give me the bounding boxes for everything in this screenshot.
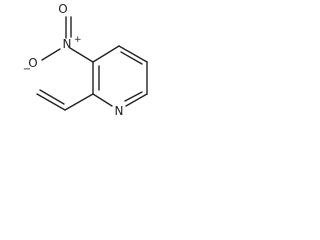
bond-c4-c5 (118, 45, 148, 63)
bond-c4-c5-inner (120, 51, 143, 65)
atom-label-o-top: O (58, 2, 67, 16)
bond-vinyl-ch2-inner (39, 89, 65, 105)
bond-c6-n1 (125, 93, 148, 107)
structure-canvas: O N + O − N (0, 0, 154, 138)
atom-label-nitro-n: N (63, 37, 72, 51)
bond-nitro-n-o-left (41, 48, 61, 61)
bond-vinyl-ch2 (36, 93, 66, 111)
charge-minus: − (23, 64, 31, 75)
bond-c2-vinyl (64, 93, 94, 111)
bond-c3-nitro-n (69, 47, 94, 63)
bond-c6-n1-inner (124, 91, 143, 102)
atom-label-o-left: O (28, 56, 37, 70)
bond-c3-c4 (92, 45, 120, 63)
atom-label-ring-n: N (115, 104, 124, 118)
molecule-structure: O N + O − N (23, 2, 148, 118)
bond-n1-c2 (92, 93, 113, 107)
charge-plus: + (74, 35, 82, 45)
